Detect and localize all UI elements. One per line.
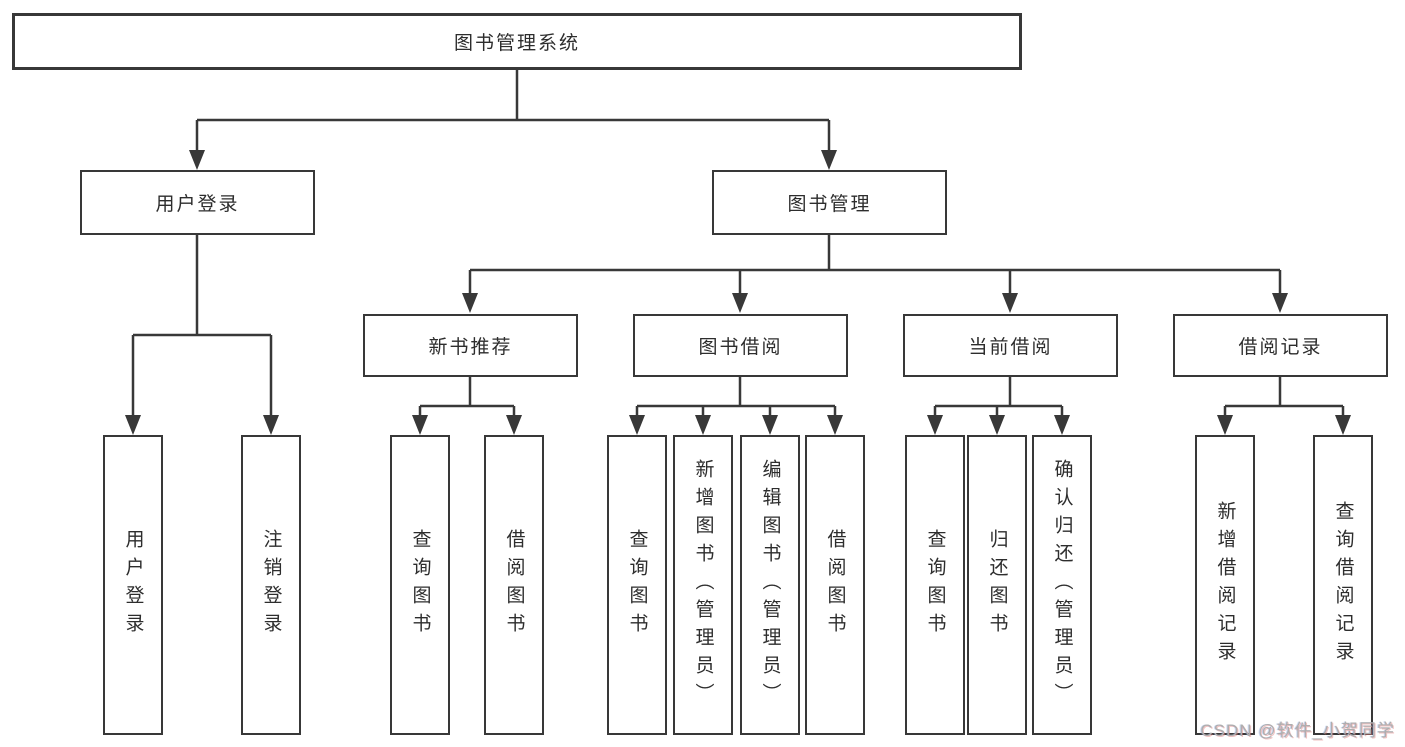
leaf-user-login-label: 用户登录 <box>122 529 144 641</box>
leaf-return-book-label: 归还图书 <box>986 529 1008 641</box>
leaf-query-book-borrow: 查询图书 <box>607 435 667 735</box>
leaf-query-book-recommend-label: 查询图书 <box>409 529 431 641</box>
node-new-book-recommend-label: 新书推荐 <box>428 337 513 358</box>
leaf-query-book-current: 查询图书 <box>905 435 965 735</box>
node-borrow-record: 借阅记录 <box>1173 314 1388 377</box>
leaf-confirm-return-admin: 确认归还（管理员） <box>1032 435 1092 735</box>
leaf-borrow-book-recommend-label: 借阅图书 <box>503 529 525 641</box>
leaf-query-book-borrow-label: 查询图书 <box>626 529 648 641</box>
leaf-edit-book-admin: 编辑图书（管理员） <box>740 435 800 735</box>
leaf-logout-label: 注销登录 <box>260 529 282 641</box>
node-user-login-label: 用户登录 <box>155 194 240 215</box>
leaf-borrow-book-recommend: 借阅图书 <box>484 435 544 735</box>
node-book-borrow: 图书借阅 <box>633 314 848 377</box>
node-borrow-record-label: 借阅记录 <box>1238 337 1323 358</box>
node-user-login: 用户登录 <box>80 170 315 235</box>
leaf-query-book-current-label: 查询图书 <box>924 529 946 641</box>
node-new-book-recommend: 新书推荐 <box>363 314 578 377</box>
leaf-query-borrow-record: 查询借阅记录 <box>1313 435 1373 735</box>
leaf-add-borrow-record-label: 新增借阅记录 <box>1214 501 1236 669</box>
leaf-confirm-return-admin-label: 确认归还（管理员） <box>1051 459 1073 711</box>
leaf-user-login: 用户登录 <box>103 435 163 735</box>
node-current-borrow-label: 当前借阅 <box>968 337 1053 358</box>
leaf-add-book-admin: 新增图书（管理员） <box>673 435 733 735</box>
node-book-borrow-label: 图书借阅 <box>698 337 783 358</box>
leaf-edit-book-admin-label: 编辑图书（管理员） <box>759 459 781 711</box>
node-root: 图书管理系统 <box>12 13 1022 70</box>
node-book-management: 图书管理 <box>712 170 947 235</box>
csdn-watermark: CSDN @软件_小贺同学 <box>1200 721 1395 740</box>
leaf-logout: 注销登录 <box>241 435 301 735</box>
node-current-borrow: 当前借阅 <box>903 314 1118 377</box>
leaf-return-book: 归还图书 <box>967 435 1027 735</box>
leaf-add-borrow-record: 新增借阅记录 <box>1195 435 1255 735</box>
leaf-add-book-admin-label: 新增图书（管理员） <box>692 459 714 711</box>
leaf-borrow-book: 借阅图书 <box>805 435 865 735</box>
leaf-query-borrow-record-label: 查询借阅记录 <box>1332 501 1354 669</box>
node-root-label: 图书管理系统 <box>453 33 580 54</box>
leaf-query-book-recommend: 查询图书 <box>390 435 450 735</box>
node-book-management-label: 图书管理 <box>787 194 872 215</box>
leaf-borrow-book-label: 借阅图书 <box>824 529 846 641</box>
